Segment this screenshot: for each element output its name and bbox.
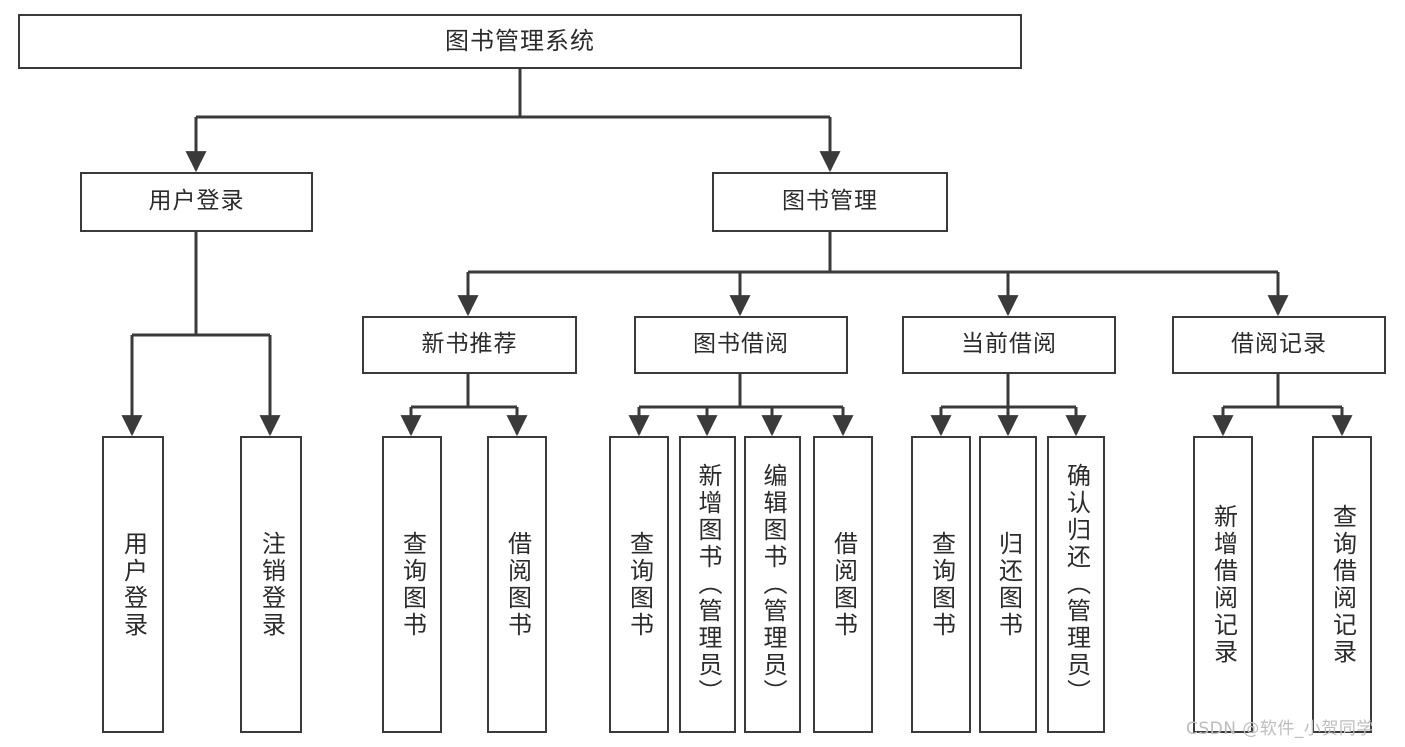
node-book-borrow[interactable]: 图书借阅	[634, 316, 848, 374]
node-label: 借阅图书	[829, 530, 858, 639]
node-label: 归还图书	[994, 530, 1023, 639]
node-label: 新增图书（管理员）	[693, 463, 722, 706]
node-label: 图书借阅	[693, 331, 789, 358]
node-label: 当前借阅	[961, 331, 1057, 358]
leaf-borrow-book-recommend[interactable]: 借阅图书	[487, 436, 547, 733]
node-current-borrow[interactable]: 当前借阅	[902, 316, 1116, 374]
node-book-management[interactable]: 图书管理	[712, 172, 948, 232]
node-label: 借阅记录	[1231, 331, 1327, 358]
node-borrow-record[interactable]: 借阅记录	[1172, 316, 1386, 374]
node-label: 借阅图书	[503, 530, 532, 639]
node-label: 图书管理系统	[445, 27, 595, 56]
node-label: 编辑图书（管理员）	[758, 463, 787, 706]
node-label: 确认归还（管理员）	[1062, 463, 1091, 706]
node-label: 查询图书	[398, 530, 427, 639]
node-label: 查询图书	[927, 530, 956, 639]
leaf-user-login[interactable]: 用户登录	[102, 436, 164, 733]
leaf-edit-book-admin[interactable]: 编辑图书（管理员）	[744, 436, 801, 733]
node-label: 注销登录	[257, 530, 286, 639]
csdn-watermark: CSDN @软件_小贺同学	[1186, 719, 1374, 739]
node-label: 用户登录	[119, 530, 148, 639]
node-label: 用户登录	[148, 188, 245, 215]
leaf-query-book-recommend[interactable]: 查询图书	[382, 436, 442, 733]
leaf-query-borrow-record[interactable]: 查询借阅记录	[1312, 436, 1372, 733]
node-user-login[interactable]: 用户登录	[80, 172, 313, 232]
leaf-add-borrow-record[interactable]: 新增借阅记录	[1193, 436, 1253, 733]
leaf-user-logout[interactable]: 注销登录	[240, 436, 302, 733]
node-label: 新书推荐	[421, 331, 518, 358]
leaf-query-book-borrow[interactable]: 查询图书	[609, 436, 669, 733]
node-label: 图书管理	[782, 188, 878, 215]
node-root[interactable]: 图书管理系统	[18, 14, 1022, 69]
leaf-add-book-admin[interactable]: 新增图书（管理员）	[679, 436, 736, 733]
leaf-query-book-current[interactable]: 查询图书	[911, 436, 971, 733]
node-label: 新增借阅记录	[1209, 503, 1238, 666]
node-label: 查询借阅记录	[1328, 503, 1357, 666]
leaf-borrow-book[interactable]: 借阅图书	[813, 436, 873, 733]
leaf-return-book[interactable]: 归还图书	[979, 436, 1037, 733]
leaf-confirm-return-admin[interactable]: 确认归还（管理员）	[1047, 436, 1105, 733]
node-new-book-recommend[interactable]: 新书推荐	[362, 316, 577, 374]
node-label: 查询图书	[625, 530, 654, 639]
